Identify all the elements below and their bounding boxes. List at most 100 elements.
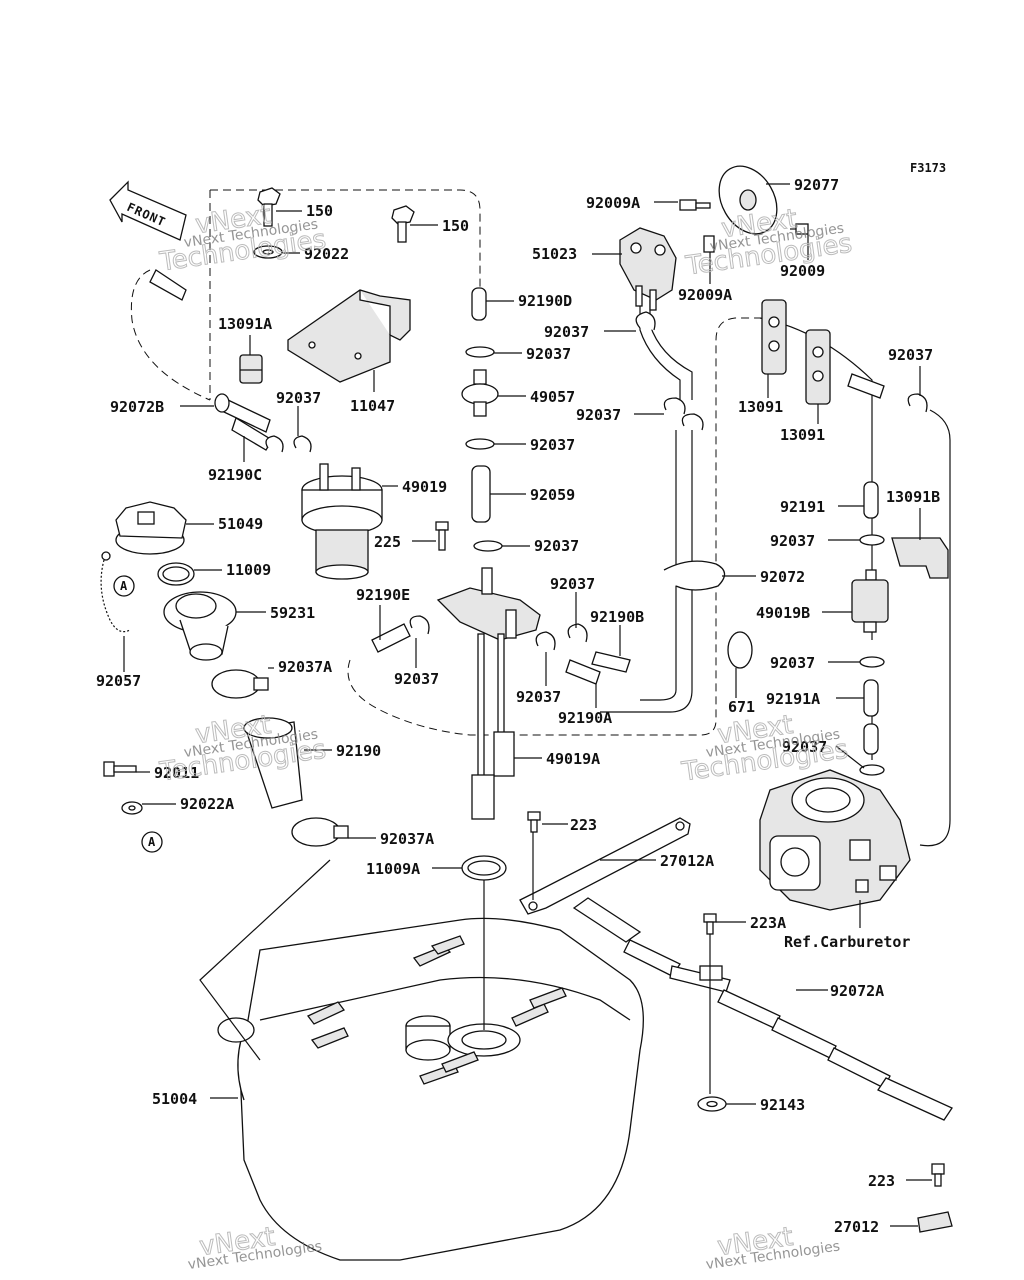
- filter-49019B: [851, 569, 889, 633]
- clamp-92037-r4: [859, 656, 885, 668]
- check-valve-49057: [461, 369, 499, 417]
- label-92037-top: 92037: [526, 345, 571, 363]
- washer-92022: [253, 245, 283, 259]
- clamp-92037-center-3: [473, 540, 503, 552]
- label-49057: 49057: [530, 388, 575, 406]
- tether-92057: [100, 551, 131, 633]
- hose-92190C: [149, 269, 273, 451]
- o-ring-671: [727, 631, 753, 669]
- label-92190A: 92190A: [558, 709, 612, 727]
- label-92072A: 92072A: [830, 982, 884, 1000]
- clip-27012: [917, 1211, 953, 1233]
- screw-92009: [790, 223, 809, 235]
- figure-code: F3173: [910, 161, 946, 175]
- label-11009: 11009: [226, 561, 271, 579]
- label-92191: 92191: [780, 498, 825, 516]
- label-11047: 11047: [350, 397, 395, 415]
- diaphragm-92077: [718, 165, 778, 235]
- label-92037A-2: 92037A: [380, 830, 434, 848]
- hose-92191: [863, 481, 879, 519]
- label-13091-b: 13091: [780, 426, 825, 444]
- hose-92190B: [591, 651, 631, 673]
- screw-92009A-1: [679, 199, 711, 211]
- clamp-92037-r1: [635, 311, 656, 331]
- clamp-92037-e: [409, 615, 430, 635]
- hose-92059: [471, 465, 491, 523]
- watermark-3: vNext Technologies vNext Technologies: [157, 709, 329, 788]
- label-13091B: 13091B: [886, 488, 940, 506]
- clamp-92037-r2: [663, 397, 704, 431]
- label-150-a: 150: [306, 202, 333, 220]
- clamp-92037-r3: [859, 534, 885, 546]
- fuel-filter-49019: [301, 463, 383, 580]
- label-150-b: 150: [442, 217, 469, 235]
- screw-92009A-2: [703, 235, 715, 253]
- label-92072B: 92072B: [110, 398, 164, 416]
- watermark-6: vNext vNext Technologies: [705, 1221, 841, 1273]
- label-223-mid: 223: [570, 816, 597, 834]
- label-27012A: 27012A: [660, 852, 714, 870]
- clamp-92037-f: [567, 623, 588, 643]
- label-49019A: 49019A: [546, 750, 600, 768]
- label-92190C: 92190C: [208, 466, 262, 484]
- fuel-cap-51049: [115, 501, 187, 555]
- clip-13091-a: [761, 299, 787, 375]
- label-92037A-1: 92037A: [278, 658, 332, 676]
- label-92009A-1: 92009A: [586, 194, 640, 212]
- hose-92191A: [863, 679, 879, 755]
- hose-clamp-92037A-1: [211, 669, 269, 699]
- clip-13091-b: [805, 329, 831, 405]
- label-13091-a: 13091: [738, 398, 783, 416]
- band-92072: [663, 560, 726, 591]
- label-92190E: 92190E: [356, 586, 410, 604]
- fuel-pickup-49019A: [436, 567, 541, 820]
- gasket-11009: [157, 562, 195, 586]
- filler-neck-59231: [163, 591, 237, 661]
- front-arrow-icon: FRONT: [109, 180, 187, 241]
- svg-text:A: A: [148, 835, 156, 849]
- screw-225: [435, 521, 449, 551]
- screw-223A: [703, 913, 717, 935]
- label-51049: 51049: [218, 515, 263, 533]
- hose-92190D: [471, 287, 487, 321]
- label-92037-f: 92037: [550, 575, 595, 593]
- clamp-92037-center-2: [465, 438, 495, 450]
- label-51023: 51023: [532, 245, 577, 263]
- hose-short-right: [847, 373, 885, 399]
- part-number-labels: 150 150 92022 92190D 13091A 92037 49057 …: [96, 176, 940, 1236]
- label-51004: 51004: [152, 1090, 197, 1108]
- label-92037-r3: 92037: [770, 532, 815, 550]
- clamp-92037-r-top: [907, 393, 928, 413]
- bolt-150-a: [257, 187, 281, 227]
- label-225: 225: [374, 533, 401, 551]
- bracket-11047: [287, 289, 411, 383]
- screw-92011: [103, 761, 137, 777]
- leader-lines: [123, 183, 932, 1227]
- screw-223-bottom: [931, 1163, 945, 1187]
- stay-27012A: [519, 817, 691, 915]
- label-223A: 223A: [750, 914, 786, 932]
- strap-92072A: [572, 897, 953, 1121]
- label-92190B: 92190B: [590, 608, 644, 626]
- label-11009A: 11009A: [366, 860, 420, 878]
- label-92037-r5: 92037: [782, 738, 827, 756]
- svg-text:A: A: [120, 579, 128, 593]
- dashed-assembly-outlines: [130, 189, 760, 736]
- washer-92022A: [121, 801, 143, 815]
- marker-a-1: A: [113, 575, 135, 597]
- washer-92143: [697, 1096, 727, 1112]
- label-49019B: 49019B: [756, 604, 810, 622]
- label-ref-carburetor: Ref.Carburetor: [784, 933, 910, 951]
- label-92072: 92072: [760, 568, 805, 586]
- hose-92190E: [371, 623, 411, 653]
- label-671: 671: [728, 698, 755, 716]
- label-59231: 59231: [270, 604, 315, 622]
- label-13091A: 13091A: [218, 315, 272, 333]
- label-223-bottom: 223: [868, 1172, 895, 1190]
- label-92037-mid: 92037: [530, 436, 575, 454]
- label-92037-r1: 92037: [544, 323, 589, 341]
- label-92037-r4: 92037: [770, 654, 815, 672]
- bolt-150-b: [391, 205, 415, 243]
- marker-a-2: A: [141, 831, 163, 853]
- clamp-92037-left: [265, 435, 312, 453]
